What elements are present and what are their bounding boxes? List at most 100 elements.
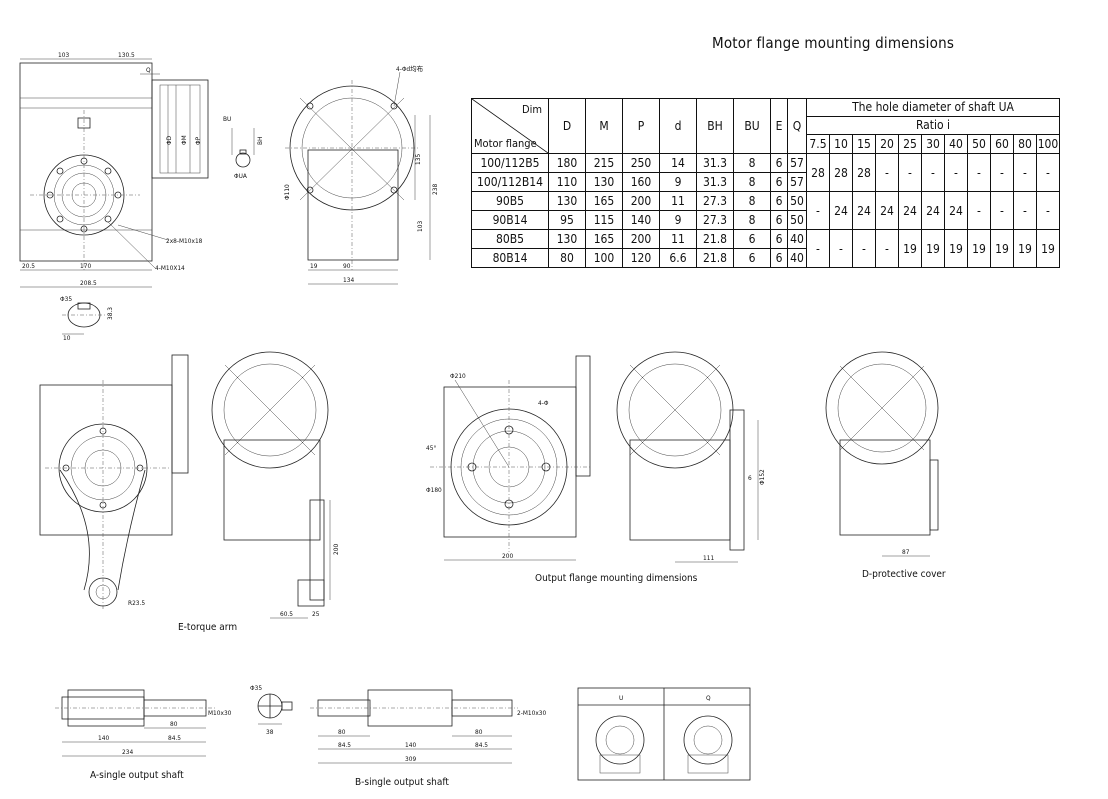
value-cell: 40	[787, 229, 807, 249]
ratio-header: 80	[1013, 133, 1037, 155]
ua-cell: -	[967, 191, 991, 230]
dim-80-a: 80	[170, 720, 178, 728]
value-cell: 100	[585, 248, 623, 268]
dim-phi-35-b: Φ35	[250, 684, 262, 692]
dim-200: 200	[332, 544, 340, 555]
ratio-header: 25	[898, 133, 922, 155]
output-flange-drawing: Φ210 Φ180 45° 4-Φ 200 Φ152 6 111	[426, 351, 766, 563]
dim-140-a: 140	[98, 734, 109, 742]
ratio-header: 20	[875, 133, 899, 155]
value-cell: 57	[787, 172, 807, 192]
header-d-small: d	[659, 98, 697, 154]
ua-cell: 28	[852, 153, 876, 192]
caption-single-shaft-b: B-single output shaft	[355, 777, 449, 788]
ua-cell: 24	[852, 191, 876, 230]
keyway-detail: BU BH ΦUA	[223, 115, 264, 180]
dim-200-flange: 200	[502, 552, 513, 560]
value-cell: 50	[787, 191, 807, 211]
ua-cell: 24	[921, 191, 945, 230]
label-holes-side: 4-M10X14	[155, 264, 185, 272]
shaft-section-b: Φ35 38	[250, 684, 293, 736]
dim-60-5: 60.5	[280, 610, 293, 618]
dim-6: 6	[748, 474, 752, 482]
label-view-u: U	[619, 694, 623, 702]
value-cell: 6.6	[659, 248, 697, 268]
dim-4-phi: 4-Φ	[538, 399, 549, 407]
flange-cell: 100/112B14	[471, 172, 549, 192]
torque-arm-drawing: R23.5 200 60.5 25	[39, 351, 340, 619]
dim-140-b: 140	[405, 741, 416, 749]
dim-84-5-b: 84.5	[338, 741, 351, 749]
dim-phi-180: Φ180	[426, 486, 442, 494]
ratio-header: 100	[1036, 133, 1060, 155]
dim-130-5: 130.5	[118, 51, 135, 59]
value-cell: 6	[770, 248, 788, 268]
ua-cell: 19	[990, 229, 1014, 268]
dim-20-5: 20.5	[22, 262, 35, 270]
dim-19: 19	[310, 262, 318, 270]
dim-90: 90	[343, 262, 351, 270]
value-cell: 120	[622, 248, 660, 268]
corner-top-label: Dim	[521, 103, 542, 116]
value-cell: 11	[659, 229, 697, 249]
dimension-table: Dim Motor flange D M P d BH BU E Q The h…	[471, 98, 1060, 268]
dim-10: 10	[63, 334, 71, 342]
dim-103-side: 103	[416, 221, 424, 232]
dim-phi-152: Φ152	[758, 469, 766, 485]
dim-r23-5: R23.5	[128, 599, 145, 607]
ratio-header: 30	[921, 133, 945, 155]
shaft-a-drawing: M10x30 80 140 84.5 234	[55, 689, 232, 757]
value-cell: 27.3	[696, 210, 734, 230]
dim-phi-p: ΦP	[194, 136, 202, 145]
dim-25: 25	[312, 610, 320, 618]
ratio-header: 50	[967, 133, 991, 155]
dim-84-5-a: 84.5	[168, 734, 181, 742]
label-holes-top: 4-Φd均布	[396, 64, 424, 73]
dim-170: 170	[80, 262, 91, 270]
ua-cell: -	[967, 153, 991, 192]
caption-torque-arm: E-torque arm	[178, 622, 238, 633]
value-cell: 14	[659, 153, 697, 173]
protective-cover-drawing: 87	[825, 351, 939, 557]
dim-103: 103	[58, 51, 69, 59]
dim-38-3: 38.3	[106, 307, 114, 320]
dim-phi-d: ΦD	[165, 135, 173, 145]
caption-output-flange: Output flange mounting dimensions	[535, 573, 698, 584]
dim-234: 234	[122, 748, 133, 756]
dim-bh: BH	[256, 137, 264, 145]
value-cell: 50	[787, 210, 807, 230]
ua-cell: -	[829, 229, 853, 268]
dim-111: 111	[703, 554, 714, 562]
corner-bottom-label: Motor flange	[474, 137, 537, 150]
dim-309: 309	[405, 755, 416, 763]
ua-cell: 19	[944, 229, 968, 268]
dim-134: 134	[343, 276, 354, 284]
dim-phi-m: ΦM	[180, 135, 188, 145]
header-bu: BU	[733, 98, 771, 154]
dim-238: 238	[431, 184, 439, 195]
dim-phi-210: Φ210	[450, 372, 466, 380]
ratio-header: 15	[852, 133, 876, 155]
ua-cell: -	[1036, 153, 1060, 192]
flange-cell: 90B14	[471, 210, 549, 230]
value-cell: 21.8	[696, 248, 734, 268]
ua-cell: -	[1013, 153, 1037, 192]
ua-cell: 19	[898, 229, 922, 268]
label-view-q: Q	[706, 694, 711, 702]
dim-phi-110: Φ110	[283, 184, 291, 200]
ua-cell: -	[1013, 191, 1037, 230]
corner-cell: Dim Motor flange	[471, 98, 549, 154]
header-bh: BH	[696, 98, 734, 154]
dim-87: 87	[902, 548, 910, 556]
flange-cell: 80B14	[471, 248, 549, 268]
dim-135: 135	[414, 154, 422, 165]
value-cell: 21.8	[696, 229, 734, 249]
ratio-header: 40	[944, 133, 968, 155]
dim-84-5-b2: 84.5	[475, 741, 488, 749]
ua-cell: -	[852, 229, 876, 268]
ua-cell: 19	[1036, 229, 1060, 268]
dim-80-b: 80	[338, 728, 346, 736]
side-view-drawing: 4-Φd均布 135 238 103 Φ110 19 90 134	[283, 64, 439, 285]
